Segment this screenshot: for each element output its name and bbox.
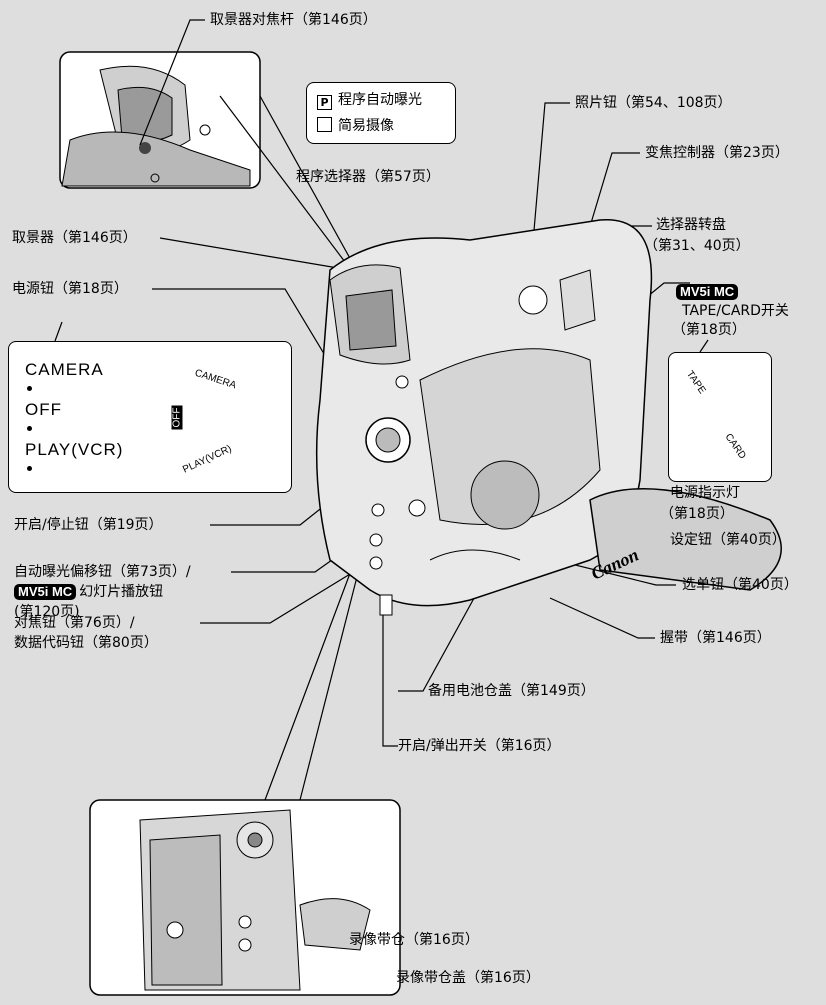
program-selector-callout: P 程序自动曝光 简易摄像 xyxy=(306,82,456,144)
easy-record-row: 简易摄像 xyxy=(317,117,394,135)
mode-off: OFF xyxy=(25,400,62,419)
label-viewfinder-focus-lever: 取景器对焦杆（第146页） xyxy=(210,12,377,28)
label-menu-button: 选单钮（第40页） xyxy=(682,577,798,593)
label-start-stop: 开启/停止钮（第19页） xyxy=(14,517,163,533)
label-power-lamp-page: （第18页） xyxy=(660,506,734,522)
label-cassette-cover: 录像带仓盖（第16页） xyxy=(396,970,540,986)
label-ae-shift-page: (第120页) xyxy=(14,604,80,620)
program-auto-label: 程序自动曝光 xyxy=(338,92,422,108)
dial-camera-label: CAMERA xyxy=(193,367,238,392)
power-dial-callout: CAMERA OFF PLAY(VCR) CAMERA OFF PLAY(VCR… xyxy=(8,341,292,493)
label-selector-dial: 选择器转盘 xyxy=(656,217,726,233)
dial-off-label: OFF xyxy=(171,405,183,430)
program-auto-row: P 程序自动曝光 xyxy=(317,91,422,110)
model-badge-2: MV5i MC xyxy=(14,584,77,600)
label-viewfinder: 取景器（第146页） xyxy=(12,230,137,246)
program-auto-icon: P xyxy=(317,95,332,110)
label-grip-belt: 握带（第146页） xyxy=(660,630,771,646)
label-battery-cover: 备用电池仓盖（第149页） xyxy=(428,683,595,699)
label-photo-button: 照片钮（第54、108页） xyxy=(575,95,732,111)
label-zoom-control: 变焦控制器（第23页） xyxy=(645,145,789,161)
switch-card-label: CARD xyxy=(722,431,748,462)
label-selector-dial-page: （第31、40页） xyxy=(644,238,750,254)
label-set-button: 设定钮（第40页） xyxy=(670,532,786,548)
viewfinder-inset xyxy=(59,51,261,189)
camcorder-body xyxy=(315,219,782,616)
easy-record-icon xyxy=(317,117,332,132)
label-data-code: 数据代码钮（第80页） xyxy=(14,635,158,651)
label-model-badge-1: MV5i MC xyxy=(676,283,741,302)
mode-play: PLAY(VCR) xyxy=(25,440,124,459)
label-power-button: 电源钮（第18页） xyxy=(12,281,128,297)
label-ae-shift: 自动曝光偏移钮（第73页）/ xyxy=(14,564,191,580)
label-cassette: 录像带仓（第16页） xyxy=(349,932,479,948)
tape-card-callout: TAPE CARD xyxy=(668,352,772,482)
label-power-lamp: 电源指示灯 xyxy=(670,485,740,501)
easy-record-label: 简易摄像 xyxy=(338,118,394,134)
label-open-eject: 开启/弹出开关（第16页） xyxy=(398,738,561,754)
label-tape-card-page: （第18页） xyxy=(672,322,746,338)
label-tape-card-switch: TAPE/CARD开关 xyxy=(682,303,789,319)
switch-tape-label: TAPE xyxy=(683,368,708,397)
label-focus: 对焦钮（第76页）/ xyxy=(14,615,135,631)
label-program-selector: 程序选择器（第57页） xyxy=(296,169,440,185)
dial-play-label: PLAY(VCR) xyxy=(181,443,234,476)
mode-camera: CAMERA xyxy=(25,360,104,379)
cassette-inset xyxy=(89,799,401,996)
